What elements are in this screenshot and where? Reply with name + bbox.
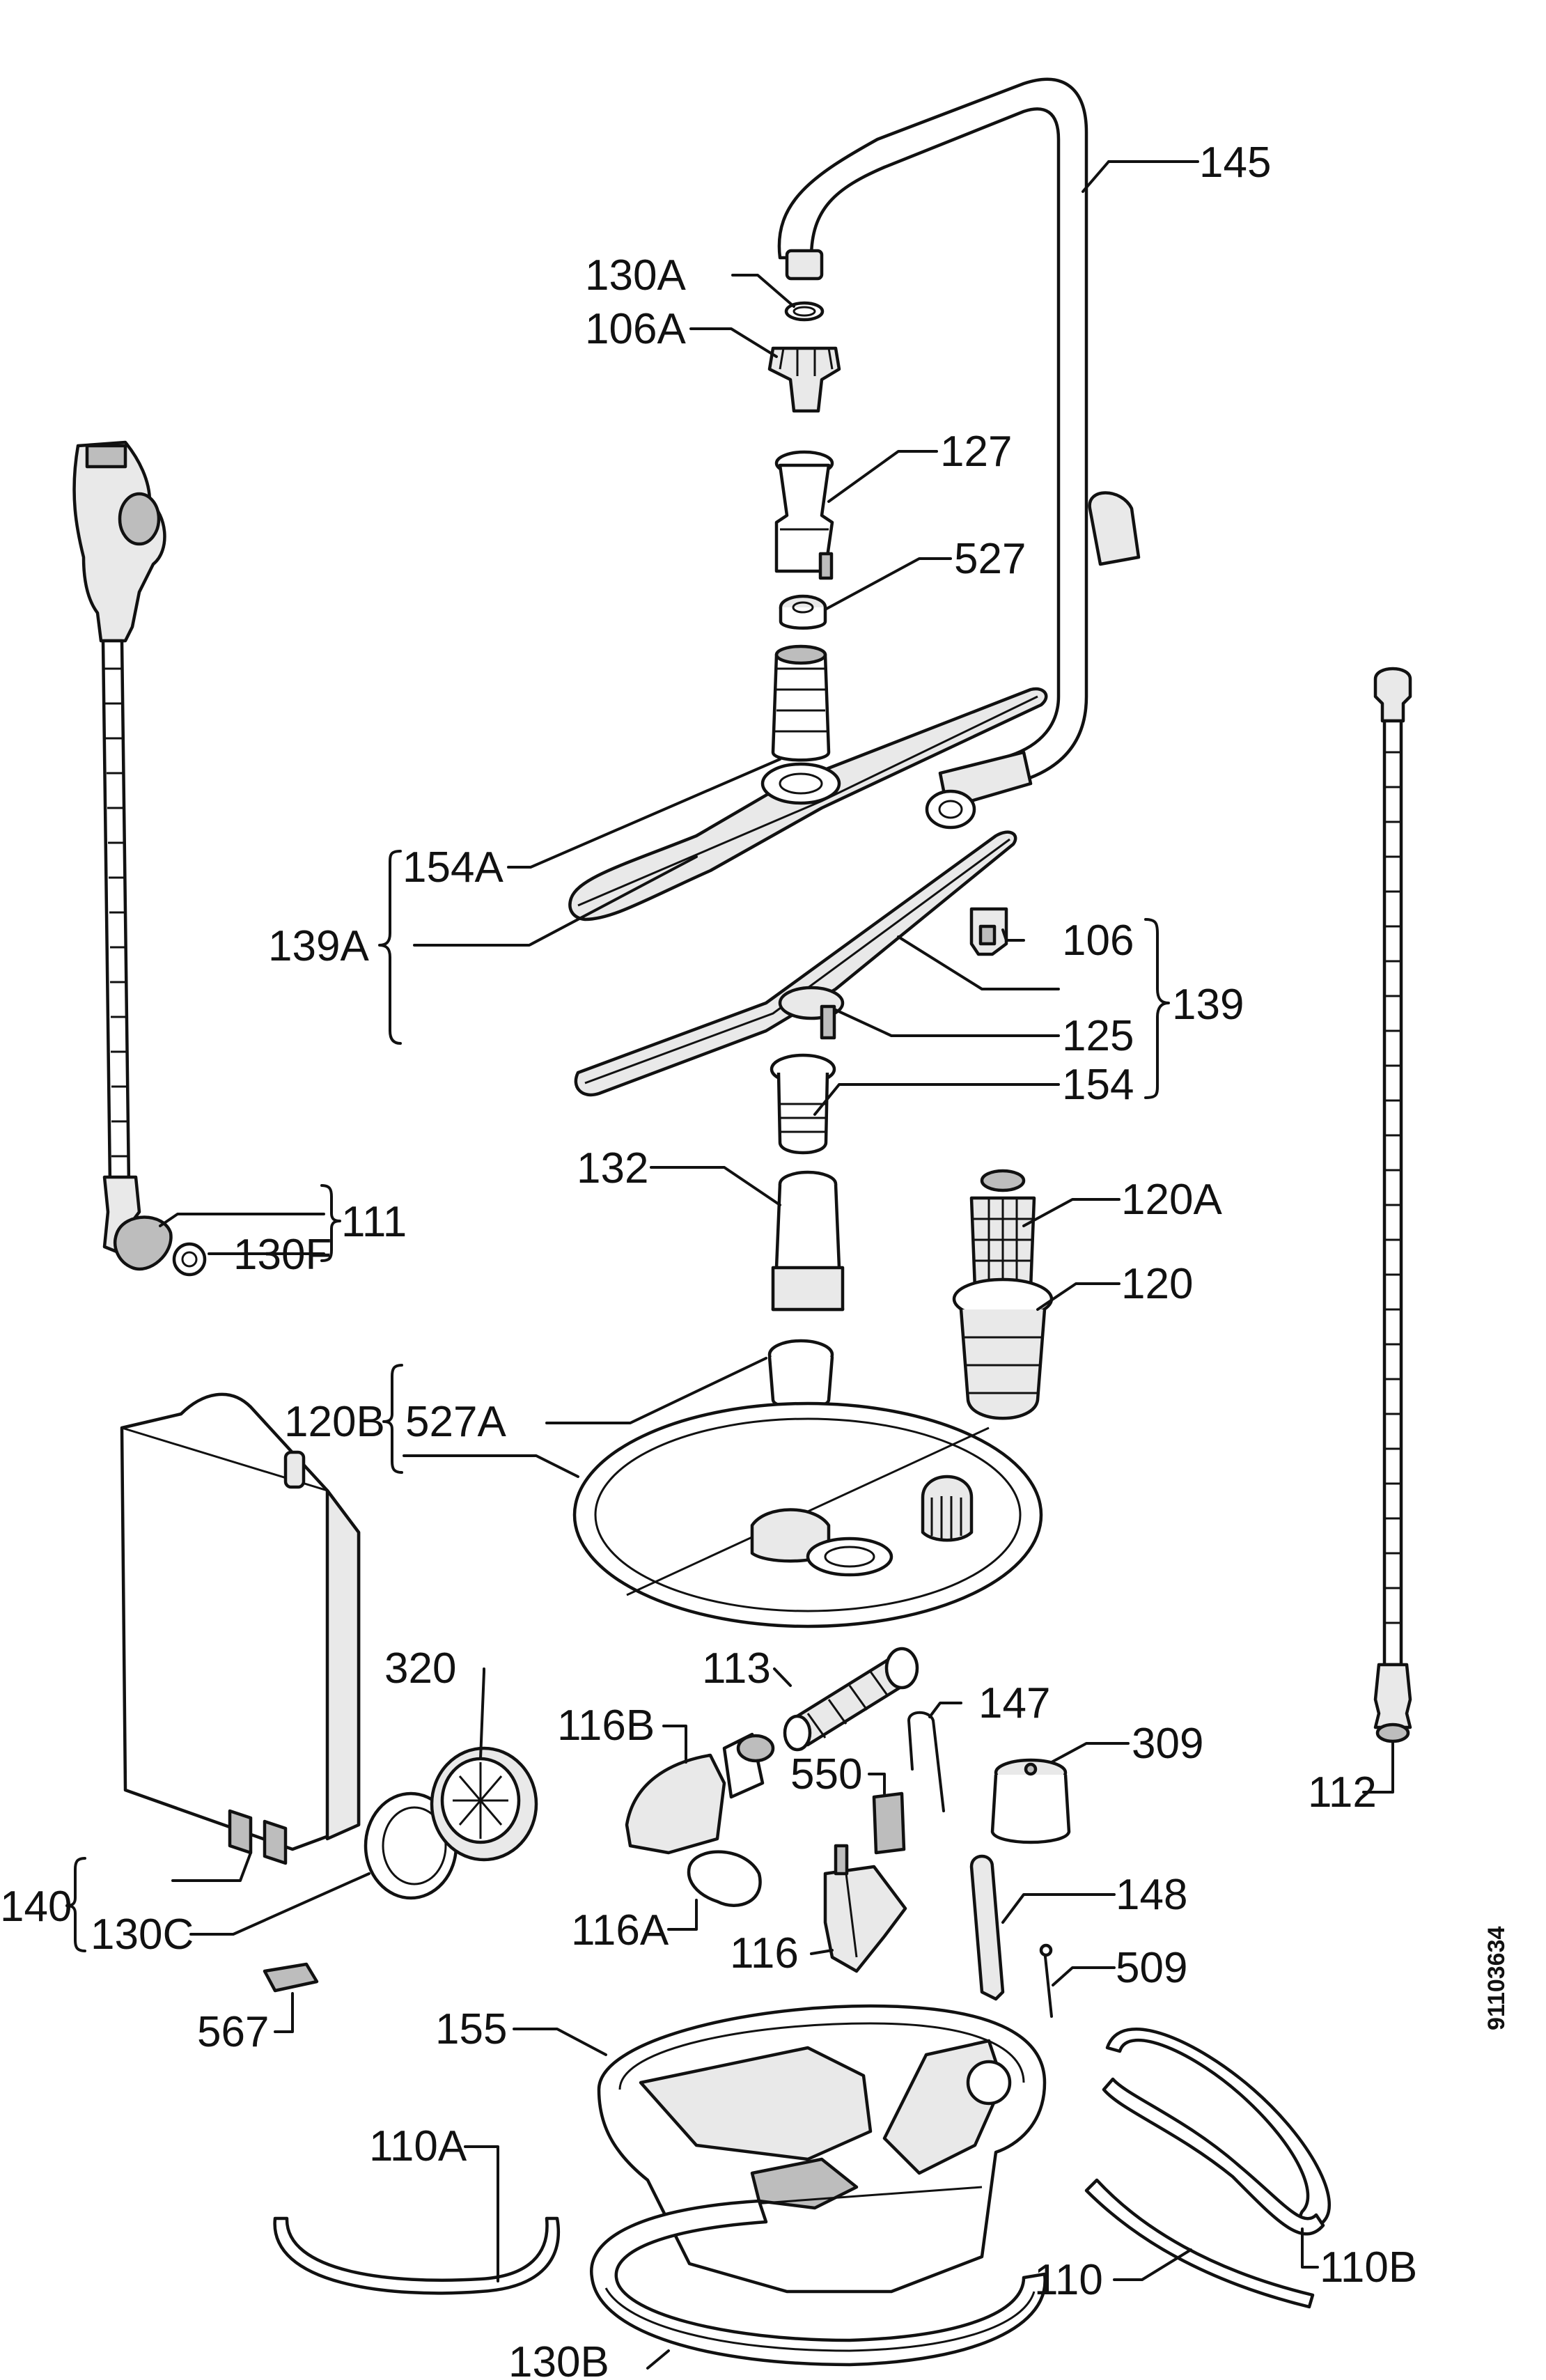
part-106-clip — [969, 907, 1008, 956]
label-147: 147 — [978, 1679, 1050, 1727]
label-320: 320 — [384, 1644, 456, 1693]
brace-140 — [65, 1857, 86, 1952]
part-155-sump — [597, 2004, 1047, 2294]
label-527A: 527A — [405, 1398, 506, 1446]
part-320-softener-cap — [430, 1746, 538, 1862]
label-148: 148 — [1116, 1871, 1187, 1919]
label-139: 139 — [1172, 981, 1244, 1029]
label-116: 116 — [730, 1929, 799, 1977]
part-145-supply-tube — [777, 77, 1141, 830]
label-110B: 110B — [1320, 2243, 1417, 2292]
label-140: 140 — [0, 1883, 72, 1931]
label-130F: 130F — [233, 1231, 331, 1279]
part-132-sleeve — [771, 1170, 845, 1312]
part-148-bracket — [969, 1854, 1005, 2001]
label-550: 550 — [790, 1750, 862, 1798]
part-147-clip — [907, 1711, 945, 1812]
part-112-drain-hose — [1373, 667, 1412, 1743]
part-550-block — [872, 1791, 906, 1855]
part-127-bearing — [774, 450, 834, 580]
label-110: 110 — [1034, 2256, 1103, 2304]
label-145: 145 — [1199, 139, 1271, 187]
part-139-lower-spray-arm — [574, 830, 1017, 1096]
part-527A-nut — [767, 1339, 834, 1410]
label-127: 127 — [940, 428, 1012, 476]
label-110A: 110A — [369, 2122, 467, 2170]
part-567-clip — [263, 1962, 319, 1993]
brace-139A — [378, 850, 402, 1045]
part-309-cover — [990, 1758, 1071, 1844]
part-106A-nut — [767, 346, 841, 413]
part-116B-valve-housing — [625, 1732, 775, 1855]
part-140-water-softener — [120, 1392, 361, 1865]
part-527-nut — [779, 594, 827, 630]
part-130A-o-ring — [784, 301, 825, 322]
label-111: 111 — [341, 1198, 407, 1246]
label-130C: 130C — [91, 1911, 194, 1959]
part-120B-filter-plate — [572, 1401, 1043, 1628]
part-154-hub — [770, 1053, 836, 1155]
label-509: 509 — [1116, 1944, 1187, 1992]
label-116A: 116A — [571, 1906, 669, 1954]
brace-139 — [1144, 918, 1170, 1099]
part-111-inlet-hose — [72, 440, 207, 1277]
label-309: 309 — [1132, 1720, 1203, 1768]
brace-120B — [382, 1364, 403, 1474]
label-116B: 116B — [557, 1702, 655, 1750]
label-139A: 139A — [268, 922, 369, 970]
part-110B-hose — [1102, 2028, 1332, 2236]
part-509-pin — [1039, 1943, 1053, 2018]
label-154: 154 — [1062, 1061, 1134, 1109]
label-106A: 106A — [585, 305, 686, 353]
labels: 145 130A 106A 127 527 154A 139A 106 139 … — [0, 139, 1417, 2380]
part-113-pipe — [783, 1647, 919, 1752]
part-110A-hose — [273, 2216, 561, 2295]
part-130B-gasket — [590, 2199, 1047, 2367]
document-number: 91103634 — [1483, 1927, 1510, 2030]
label-154A: 154A — [403, 843, 503, 892]
label-120A: 120A — [1121, 1176, 1222, 1224]
label-130B: 130B — [508, 2338, 609, 2380]
part-110-hose — [1084, 2178, 1315, 2309]
label-132: 132 — [577, 1144, 648, 1192]
label-120B: 120B — [284, 1398, 385, 1446]
label-112: 112 — [1308, 1768, 1377, 1817]
label-567: 567 — [197, 2008, 269, 2056]
label-125: 125 — [1062, 1012, 1134, 1060]
part-120A-120-filter — [952, 1169, 1054, 1420]
label-155: 155 — [435, 2005, 507, 2053]
part-116A-valve-cap — [687, 1850, 762, 1907]
part-116-valve — [823, 1844, 907, 1973]
label-120: 120 — [1121, 1260, 1193, 1308]
label-106: 106 — [1062, 917, 1134, 965]
label-113: 113 — [702, 1644, 771, 1693]
label-527: 527 — [954, 535, 1026, 583]
leader-lines — [159, 160, 1394, 2370]
label-130A: 130A — [585, 251, 686, 300]
brace-111 — [320, 1184, 341, 1262]
